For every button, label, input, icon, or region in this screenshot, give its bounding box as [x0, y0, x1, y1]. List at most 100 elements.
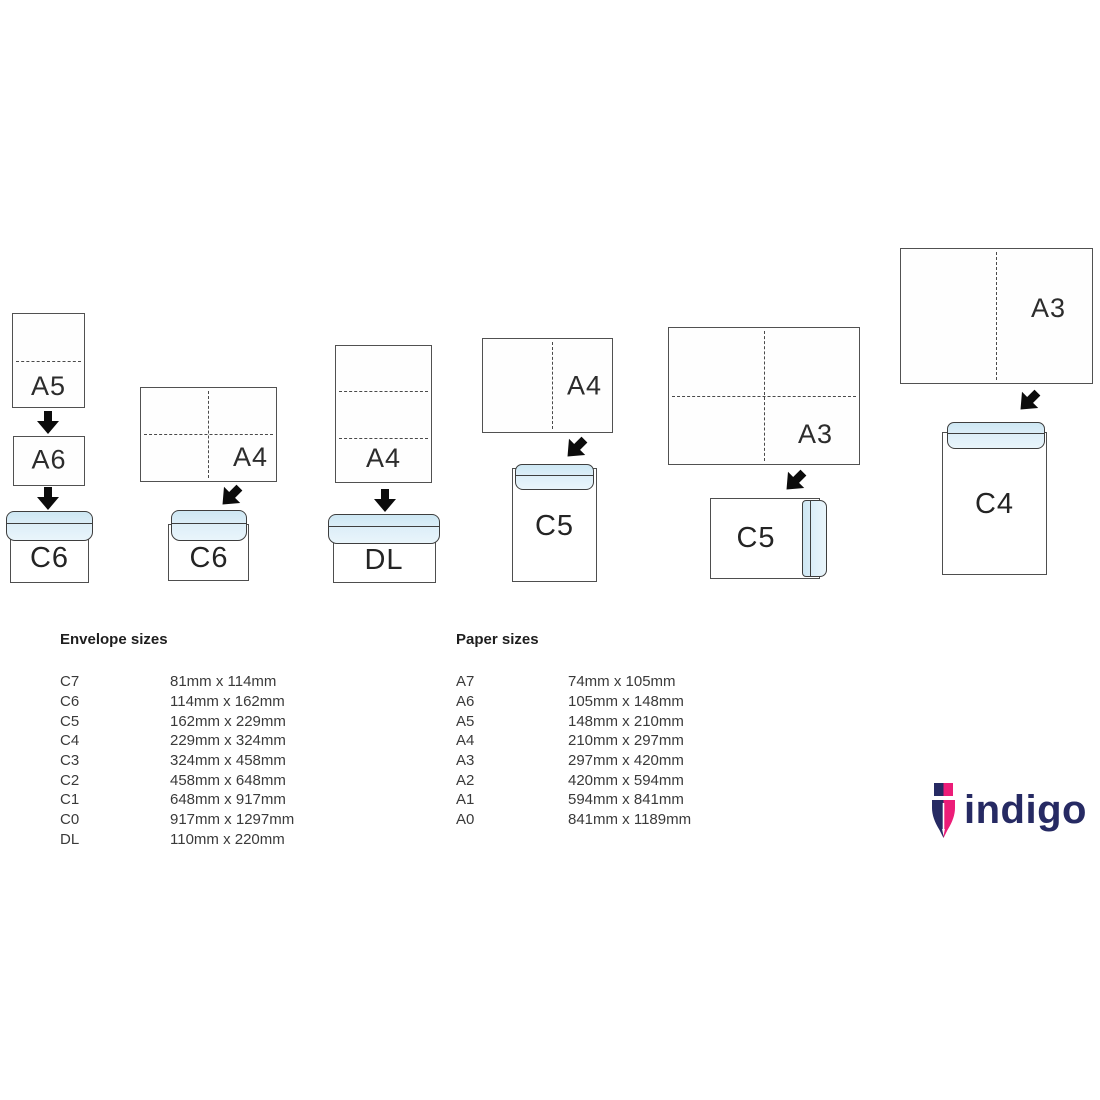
table-row: A6 105mm x 148mm	[456, 692, 691, 712]
arrow-down-icon	[37, 487, 59, 510]
dimensions-cell: 594mm x 841mm	[568, 791, 684, 809]
arrow-diagonal-icon	[783, 469, 807, 493]
fold-line	[672, 396, 856, 397]
arrow-diagonal-icon	[564, 436, 588, 460]
dimensions-cell: 81mm x 114mm	[170, 673, 277, 691]
paper-a3-half-fold: A3	[900, 248, 1093, 384]
arrow-diagonal-icon	[219, 484, 243, 508]
table-row: C3 324mm x 458mm	[60, 751, 294, 771]
paper-label: A4	[365, 443, 402, 473]
dimensions-cell: 162mm x 229mm	[170, 712, 286, 730]
table-row: C1 648mm x 917mm	[60, 790, 294, 810]
arrow-down-icon	[374, 489, 396, 512]
dimensions-cell: 841mm x 1189mm	[568, 811, 692, 829]
dimensions-cell: 324mm x 458mm	[170, 752, 286, 770]
envelope-dl: DL	[328, 514, 440, 583]
size-cell: A0	[456, 811, 475, 829]
paper-label: A4	[232, 442, 268, 472]
table-row: A4 210mm x 297mm	[456, 731, 691, 751]
table-row: A7 74mm x 105mm	[456, 672, 691, 692]
dimensions-cell: 110mm x 220mm	[170, 830, 285, 848]
size-cell: A4	[456, 732, 475, 750]
envelope-label: DL	[364, 544, 404, 576]
table-row: A2 420mm x 594mm	[456, 770, 691, 790]
fold-line	[144, 434, 273, 435]
fold-line	[996, 252, 997, 380]
arrow-diagonal-icon	[1017, 389, 1041, 413]
table-row: A1 594mm x 841mm	[456, 790, 691, 810]
paper-a4-quarter-fold: A4	[140, 387, 277, 482]
paper-label: A4	[566, 370, 602, 400]
envelope-label: C5	[534, 510, 575, 542]
paper-label: A3	[1030, 293, 1066, 323]
paper-a6: A6	[13, 436, 85, 486]
size-cell: DL	[60, 830, 80, 848]
table-row: C2 458mm x 648mm	[60, 770, 294, 790]
table-row: C0 917mm x 1297mm	[60, 810, 294, 830]
envelope-label: C6	[189, 542, 229, 574]
size-cell: C4	[60, 732, 80, 750]
dimensions-cell: 229mm x 324mm	[170, 732, 286, 750]
paper-a4-half-fold: A4	[482, 338, 613, 433]
size-cell: A6	[456, 693, 475, 711]
envelope-flap	[171, 510, 247, 541]
fold-line	[552, 342, 553, 429]
envelope-label: C4	[974, 488, 1015, 520]
envelope-flap	[947, 422, 1045, 449]
dimensions-cell: 105mm x 148mm	[568, 693, 684, 711]
dimensions-cell: 917mm x 1297mm	[170, 811, 295, 829]
paper-label: A6	[31, 444, 67, 475]
fold-line	[339, 438, 428, 439]
dimensions-cell: 458mm x 648mm	[170, 771, 286, 789]
dimensions-cell: 420mm x 594mm	[568, 771, 684, 789]
size-cell: C5	[60, 712, 80, 730]
paper-sizes-table: Paper sizes A7 74mm x 105mm A6 105mm x 148…	[456, 631, 691, 830]
envelope-label: C5	[736, 522, 776, 554]
paper-label: A3	[797, 419, 833, 449]
size-cell: C2	[60, 771, 80, 789]
envelope-body	[942, 432, 1047, 575]
envelope-flap	[515, 464, 594, 490]
size-cell: A1	[456, 791, 475, 809]
table-row: A5 148mm x 210mm	[456, 711, 691, 731]
table-row: C4 229mm x 324mm	[60, 731, 294, 751]
table-row: C6 114mm x 162mm	[60, 692, 294, 712]
size-cell: C6	[60, 693, 80, 711]
fold-line	[339, 391, 428, 392]
size-cell: C1	[60, 791, 80, 809]
envelope-c5-pocket: C5	[512, 464, 597, 582]
paper-a3-quarter-fold: A3	[668, 327, 860, 465]
brand-name: indigo	[964, 788, 1087, 832]
envelope-flap	[802, 500, 827, 577]
fold-line	[16, 361, 81, 362]
dimensions-cell: 148mm x 210mm	[568, 712, 684, 730]
dimensions-cell: 648mm x 917mm	[170, 791, 286, 809]
dimensions-cell: 210mm x 297mm	[568, 732, 684, 750]
pen-nib-icon	[930, 783, 957, 846]
size-cell: A5	[456, 712, 475, 730]
envelope-c6: C6	[6, 511, 93, 583]
indigo-logo: indigo	[930, 783, 1087, 846]
size-cell: A3	[456, 752, 475, 770]
envelope-flap	[6, 511, 93, 541]
size-cell: C3	[60, 752, 80, 770]
envelope-flap	[328, 514, 440, 544]
paper-a5: A5	[12, 313, 85, 408]
table-title: Envelope sizes	[60, 631, 168, 648]
envelope-c5-side-flap: C5	[710, 498, 827, 580]
table-row: C5 162mm x 229mm	[60, 711, 294, 731]
size-cell: C0	[60, 811, 80, 829]
dimensions-cell: 114mm x 162mm	[170, 693, 285, 711]
table-title: Paper sizes	[456, 631, 539, 648]
size-cell: A7	[456, 673, 475, 691]
arrow-down-icon	[37, 411, 59, 434]
size-cell: A2	[456, 771, 475, 789]
dimensions-cell: 74mm x 105mm	[568, 673, 676, 691]
table-row: DL 110mm x 220mm	[60, 830, 294, 850]
dimensions-cell: 297mm x 420mm	[568, 752, 684, 770]
envelope-c4: C4	[942, 422, 1047, 575]
paper-label: A5	[30, 371, 67, 401]
